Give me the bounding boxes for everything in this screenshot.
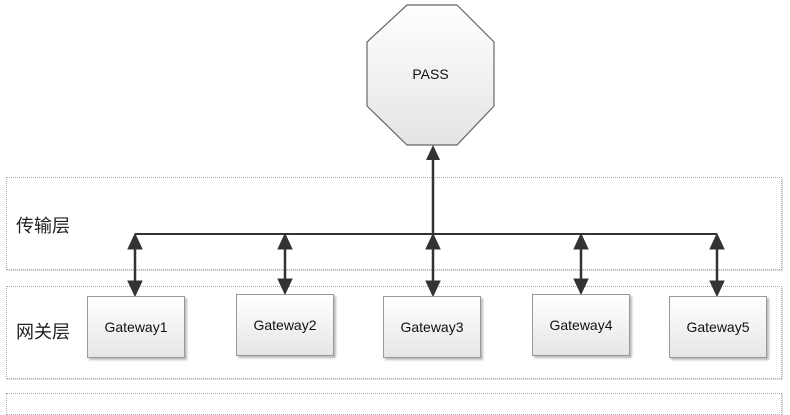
pass-node-label: PASS (412, 66, 449, 82)
arrow-gw3 (425, 232, 441, 298)
transport-layer (6, 177, 782, 270)
gateway-node: Gateway2 (236, 294, 334, 356)
arrow-gw5 (709, 232, 725, 298)
transport-layer-label: 传输层 (16, 216, 70, 236)
gateway-layer (6, 286, 782, 379)
gateway-node: Gateway4 (532, 294, 630, 356)
gateway-layer-label: 网关层 (16, 322, 70, 342)
gateway-node: Gateway3 (383, 296, 481, 358)
connectors (127, 4, 725, 298)
arrow-gw1 (127, 232, 143, 298)
gateway-node: Gateway5 (669, 296, 767, 358)
arrow-gw2 (277, 232, 293, 296)
arrow-gw4 (573, 232, 589, 296)
pass-octagon (366, 4, 495, 146)
gateway-node: Gateway1 (87, 296, 185, 358)
